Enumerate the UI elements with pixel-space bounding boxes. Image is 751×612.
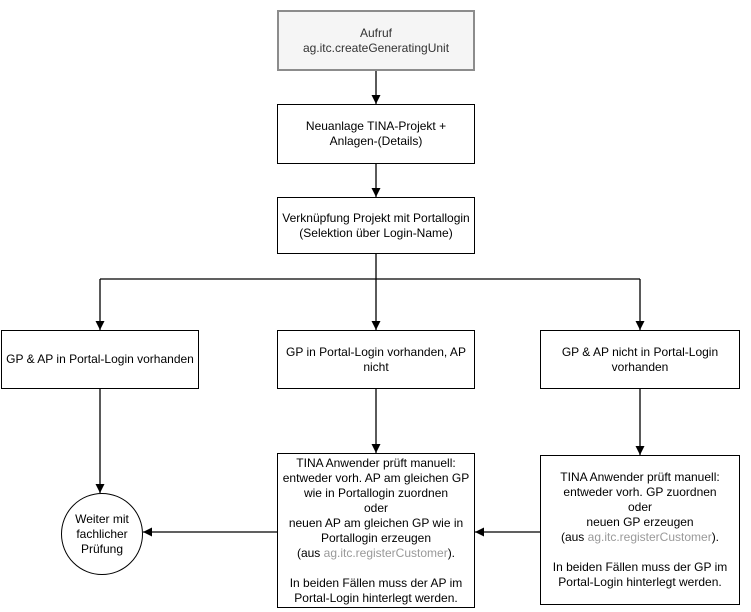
flow-node-case-gp-only-label: GP in Portal-Login vorhanden, AP nicht	[286, 344, 466, 374]
flow-node-manual-gp-label: TINA Anwender prüft manuell: entweder vo…	[541, 470, 739, 590]
flow-node-neuanlage: Neuanlage TINA-Projekt + Anlagen-(Detail…	[277, 104, 475, 164]
manual-gp-code-ref: ag.itc.registerCustomer	[587, 530, 712, 544]
manual-ap-text-before: TINA Anwender prüft manuell: entweder vo…	[282, 455, 470, 560]
flow-node-manual-ap-check: TINA Anwender prüft manuell: entweder vo…	[277, 453, 475, 608]
flow-node-verknuepfung-label: Verknüpfung Projekt mit Portallogin (Sel…	[282, 210, 470, 240]
flow-node-start-label: Aufruf ag.itc.createGeneratingUnit	[302, 25, 450, 55]
flow-node-case-gp-only: GP in Portal-Login vorhanden, AP nicht	[277, 330, 475, 389]
manual-ap-text-after: ). In beiden Fällen muss der AP im Porta…	[289, 545, 463, 605]
flow-node-manual-gp-check: TINA Anwender prüft manuell: entweder vo…	[540, 455, 740, 605]
flow-node-case-both-label: GP & AP in Portal-Login vorhanden	[6, 352, 194, 366]
flow-node-case-none-label: GP & AP nicht in Portal-Login vorhanden	[561, 344, 719, 374]
flow-node-manual-ap-label: TINA Anwender prüft manuell: entweder vo…	[278, 456, 474, 606]
manual-gp-text-before: TINA Anwender prüft manuell: entweder vo…	[560, 470, 720, 544]
flow-node-case-both-vorhanden: GP & AP in Portal-Login vorhanden	[1, 330, 199, 389]
manual-gp-text-after: ). In beiden Fällen muss der GP im Porta…	[552, 530, 728, 589]
flow-node-end-circle: Weiter mit fachlicher Prüfung	[61, 493, 143, 575]
flow-node-start-aufruf: Aufruf ag.itc.createGeneratingUnit	[277, 10, 475, 71]
flow-node-end-circle-label: Weiter mit fachlicher Prüfung	[75, 511, 129, 556]
flow-node-verknuepfung: Verknüpfung Projekt mit Portallogin (Sel…	[277, 197, 475, 254]
flow-node-case-none-vorhanden: GP & AP nicht in Portal-Login vorhanden	[540, 330, 740, 389]
manual-ap-code-ref: ag.itc.registerCustomer	[323, 545, 448, 560]
flow-node-neuanlage-label: Neuanlage TINA-Projekt + Anlagen-(Detail…	[305, 119, 447, 148]
